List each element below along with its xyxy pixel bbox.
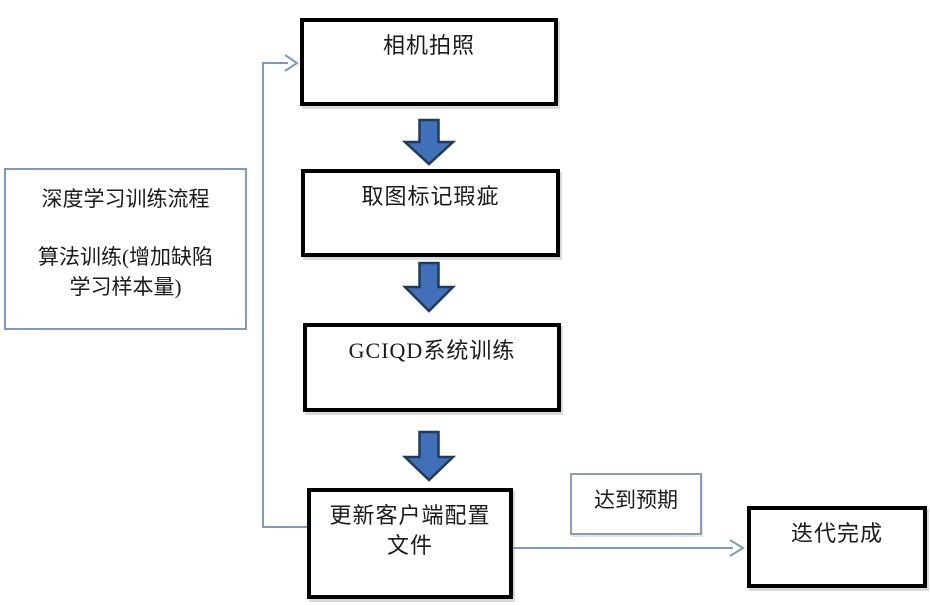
node-mark-defects: 取图标记瑕疵 [301,169,560,257]
forward-arrowhead-icon [729,539,745,557]
node-label: 相机拍照 [382,33,475,58]
side-note-line: 学习样本量) [69,275,182,299]
node-expectation-label: 达到预期 [570,473,702,535]
arrow-down-icon [401,261,457,313]
feedback-arrowhead-icon [284,54,299,72]
node-label: 取图标记瑕疵 [361,184,500,209]
node-camera-capture: 相机拍照 [300,18,558,106]
node-label: GCIQD系统训练 [348,338,516,363]
node-label: 达到预期 [594,488,678,512]
node-label: 文件 [386,533,433,558]
node-iteration-done: 迭代完成 [747,506,927,588]
side-note-line: 深度学习训练流程 [41,187,210,211]
arrow-down-icon [401,430,457,482]
arrow-down-icon [401,118,457,166]
feedback-connector-line [262,62,307,528]
node-label: 更新客户端配置 [329,503,491,528]
node-system-training: GCIQD系统训练 [303,323,561,412]
side-note-line: 算法训练(增加缺陷 [38,245,213,269]
node-label: 迭代完成 [790,521,883,546]
node-update-config: 更新客户端配置 文件 [307,488,513,599]
node-side-note: 深度学习训练流程 算法训练(增加缺陷 学习样本量) [4,168,247,330]
